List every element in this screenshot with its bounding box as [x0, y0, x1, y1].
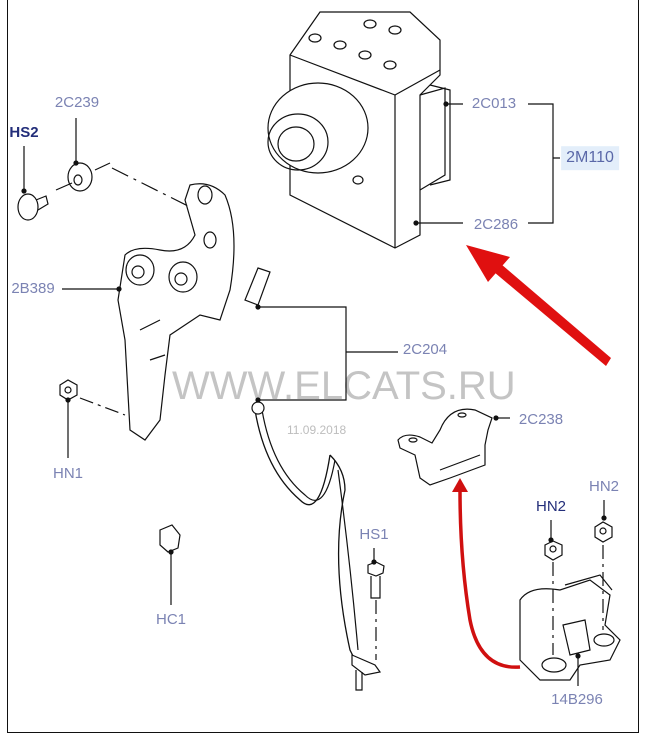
abs-module-drawing: [267, 11, 451, 249]
part-label-2c013[interactable]: 2C013: [471, 94, 517, 112]
diagram-frame: [7, 0, 639, 733]
watermark: WWW.ELCATS.RU: [172, 364, 516, 408]
part-label-2c286[interactable]: 2C286: [473, 215, 519, 233]
leader-lines: [21, 101, 607, 686]
part-label-hs2[interactable]: HS2: [9, 123, 39, 141]
part-label-hs1[interactable]: HS1: [359, 525, 389, 543]
part-label-hn1[interactable]: HN1: [52, 464, 84, 482]
part-label-2b389[interactable]: 2B389: [11, 279, 55, 297]
part-label-2c238[interactable]: 2C238: [518, 410, 564, 428]
date-stamp: 11.09.2018: [287, 423, 347, 437]
part-label-2c239[interactable]: 2C239: [54, 93, 100, 111]
red-arrow-to-module: [466, 245, 611, 366]
red-arrow-to-bracket: [452, 478, 521, 669]
part-label-14b296[interactable]: 14B296: [551, 690, 603, 708]
height-sensor-drawing: [519, 574, 621, 681]
part-label-2m110[interactable]: 2M110: [561, 146, 619, 170]
part-label-hn2-secondary[interactable]: HN2: [588, 477, 620, 495]
bracket-drawing: [117, 183, 271, 441]
part-label-hn2-primary[interactable]: HN2: [535, 497, 567, 515]
part-label-hc1[interactable]: HC1: [155, 610, 187, 628]
part-label-2c204[interactable]: 2C204: [402, 340, 448, 358]
